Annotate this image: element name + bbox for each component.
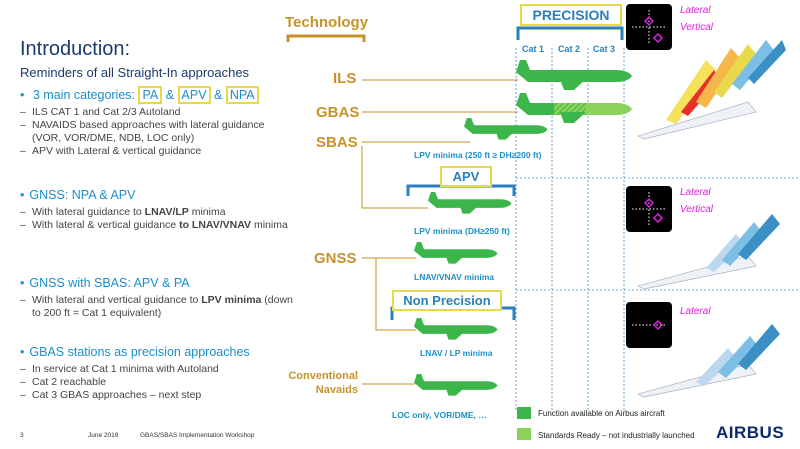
approach-corridor-precision: [637, 40, 786, 140]
footer-date: June 2019: [88, 432, 119, 439]
aircraft-lnav-lp: [414, 318, 498, 340]
tech-ils: ILS: [333, 70, 357, 87]
cat3-label: Cat 3: [593, 44, 616, 54]
label-lnav-vnav-minima: LNAV/VNAV minima: [414, 272, 494, 282]
legend-swatch-standards-ready: [517, 428, 531, 440]
list-item: NAVAIDS based approaches with lateral gu…: [20, 119, 290, 145]
list-item: Cat 2 reachable: [20, 376, 300, 389]
guidance-lateral-1: Lateral: [680, 5, 711, 16]
label-sbas-minima: LPV minima (250 ft ≥ DH≥200 ft): [414, 150, 542, 160]
cat2-label: Cat 2: [558, 44, 581, 54]
label-loc-minima: LOC only, VOR/DME, …: [392, 410, 487, 420]
guidance-vertical-2: Vertical: [680, 204, 713, 215]
section-gbas: GBAS stations as precision approaches In…: [20, 345, 300, 402]
pa-box: PA: [138, 86, 163, 104]
guidance-lateral-3: Lateral: [680, 306, 711, 317]
section-gnss-sbas: GNSS with SBAS: APV & PA With lateral an…: [20, 276, 300, 320]
label-apv-minima: LPV minima (DH≥250 ft): [414, 226, 510, 236]
guidance-lateral-2: Lateral: [680, 187, 711, 198]
section-categories: 3 main categories: PA & APV & NPA ILS CA…: [20, 86, 290, 158]
tech-gnss: GNSS: [314, 250, 357, 267]
list-item: With lateral & vertical guidance to LNAV…: [20, 219, 300, 232]
aircraft-lnav-vnav: [414, 242, 498, 264]
non-precision-header: Non Precision: [392, 290, 502, 311]
aircraft-loc: [414, 374, 498, 396]
aircraft-gbas: [516, 93, 632, 123]
precision-header: PRECISION: [520, 4, 622, 26]
airbus-logo: AIRBUS: [716, 423, 785, 442]
list-item: With lateral and vertical guidance to LP…: [20, 294, 300, 320]
pfd-indicator-non-precision: [626, 302, 672, 348]
label-lnav-lp-minima: LNAV / LP minima: [420, 348, 493, 358]
apv-header: APV: [440, 166, 492, 187]
list-item: In service at Cat 1 minima with Autoland: [20, 363, 300, 376]
technology-header: Technology: [285, 14, 369, 31]
tech-sbas: SBAS: [316, 134, 358, 151]
npa-box: NPA: [225, 86, 259, 104]
section-gnss: GNSS: NPA & APV With lateral guidance to…: [20, 188, 300, 232]
legend-label-available: Function available on Airbus aircraft: [538, 409, 665, 418]
footer-event: GBAS/SBAS Implementation Workshop: [140, 432, 255, 439]
legend-swatch-available: [517, 407, 531, 419]
list-item: ILS CAT 1 and Cat 2/3 Autoland: [20, 106, 290, 119]
legend-label-standards-ready: Standards Ready – not industrially launc…: [538, 431, 695, 440]
page-number: 3: [20, 432, 24, 439]
technology-bracket: [286, 34, 366, 42]
pfd-indicator-precision: [626, 4, 672, 50]
page-title: Introduction:: [20, 38, 131, 60]
list-item: Cat 3 GBAS approaches – next step: [20, 389, 300, 402]
aircraft-sbas: [464, 118, 548, 140]
list-item: With lateral guidance to LNAV/LP minima: [20, 206, 300, 219]
tech-gbas: GBAS: [316, 104, 360, 121]
apv-box: APV: [177, 86, 211, 104]
list-item: APV with Lateral & vertical guidance: [20, 145, 290, 158]
aircraft-ils: [516, 60, 632, 90]
guidance-vertical-1: Vertical: [680, 22, 713, 33]
approach-corridor-non-precision: [637, 324, 780, 398]
approach-corridor-apv: [637, 214, 780, 290]
page-subtitle: Reminders of all Straight-In approaches: [20, 65, 250, 80]
tech-conventional-navaids: Conventional Navaids: [288, 370, 358, 396]
pfd-indicator-apv: [626, 186, 672, 232]
aircraft-apv: [428, 192, 512, 214]
cat1-label: Cat 1: [522, 44, 545, 54]
